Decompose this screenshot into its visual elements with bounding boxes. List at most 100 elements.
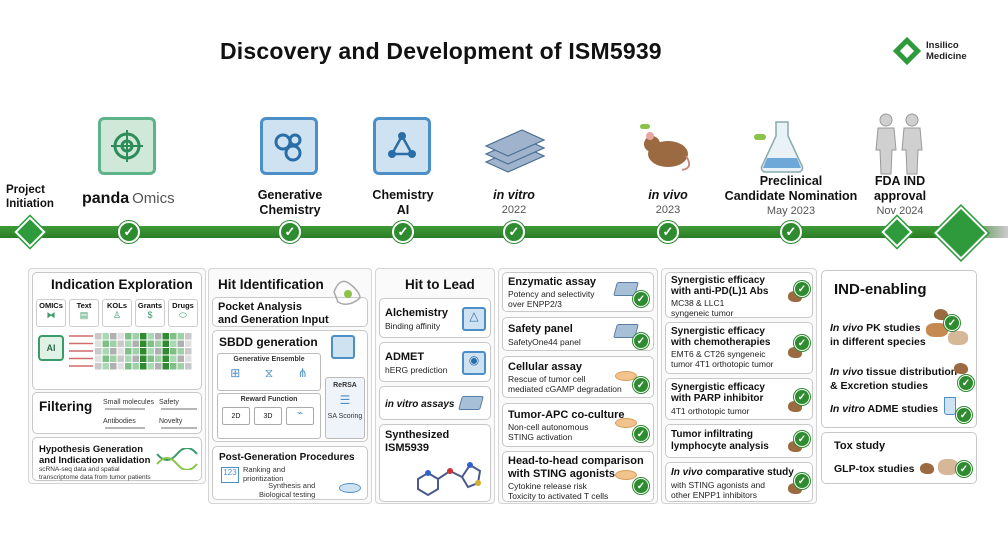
- pk-a: In vivo: [830, 322, 864, 334]
- heatmap-cell: [177, 340, 184, 347]
- heatmap-cell: [185, 348, 192, 355]
- check-icon: ✓: [944, 315, 960, 331]
- heatmap-cell: [185, 333, 192, 340]
- ind-card: IND-enabling In vivo PK studies in diffe…: [821, 270, 977, 428]
- sliders-icon: ☰: [339, 393, 351, 407]
- generative-chemistry-chip-icon: [260, 117, 318, 175]
- synth-title-1: Synthesized: [385, 429, 450, 441]
- rank-line1: Ranking and: [243, 465, 286, 474]
- hit-lead-title: Hit to Lead: [405, 277, 475, 292]
- milestone-chem-ai-2: AI: [396, 203, 410, 217]
- mouse-icon: [640, 124, 691, 171]
- invivo-card-3: Synergistic efficacy with PARP inhibitor…: [665, 378, 813, 420]
- heatmap-cell: [147, 355, 154, 362]
- milestone-ind-date: Nov 2024: [876, 205, 924, 217]
- coculture-title: Tumor-APC co-culture: [508, 409, 625, 421]
- hypothesis-title-1: Hypothesis Generation: [39, 444, 143, 455]
- check-icon: ✓: [956, 461, 972, 477]
- check-icon: ✓: [503, 221, 525, 243]
- check-icon: ✓: [633, 291, 649, 307]
- start-diamond-icon: [14, 216, 46, 248]
- invivo1-t2: with anti-PD(L)1 Abs: [671, 286, 769, 297]
- milestone-pcc-1: Preclinical: [759, 174, 823, 188]
- end-diamond-icon: [934, 206, 988, 260]
- filter-safety: Safety: [159, 399, 179, 406]
- alchemistry-chip-icon: △: [462, 307, 486, 331]
- source-grants: Grants$: [135, 299, 165, 327]
- enzymatic-title: Enzymatic assay: [508, 276, 597, 288]
- enzymatic-card: Enzymatic assay Potency and selectivity …: [502, 272, 654, 312]
- check-icon: ✓: [794, 473, 810, 489]
- omics-text: Omics: [132, 190, 175, 207]
- heatmap-cell: [117, 355, 124, 362]
- cellular-card: Cellular assay Rescue of tumor cell medi…: [502, 356, 654, 398]
- person-icon: ♙: [112, 310, 122, 320]
- heatmap-cell: [177, 333, 184, 340]
- tox-card: Tox study GLP-tox studies ✓: [821, 432, 977, 484]
- petri-dish-icon: [615, 418, 637, 428]
- plate-icon: [458, 396, 484, 410]
- heatmap-cell: [162, 333, 169, 340]
- td-b: tissue distribution: [863, 366, 958, 378]
- sbdd-chip-icon: [331, 335, 355, 359]
- slider-novelty: [161, 427, 197, 429]
- invivo5-t1a: In vivo: [671, 467, 703, 478]
- heatmap-cell: [147, 363, 154, 370]
- check-icon: ✓: [794, 431, 810, 447]
- heatmap-cell: [125, 355, 132, 362]
- petri-dish-icon: [339, 483, 361, 493]
- invivo2-s1: EMT6 & CT26 syngeneic: [671, 349, 766, 359]
- ensemble-box: Generative Ensemble ⊞⧖⋔: [217, 353, 321, 391]
- filtering-title: Filtering: [39, 399, 93, 414]
- heatmap-cell: [117, 348, 124, 355]
- check-icon: ✓: [633, 426, 649, 442]
- check-icon: ✓: [633, 333, 649, 349]
- heatmap-cell: [147, 340, 154, 347]
- reward-box: Reward Function 2D 3D ⌁: [217, 393, 321, 439]
- check-icon: ✓: [958, 375, 974, 391]
- check-icon: ✓: [794, 281, 810, 297]
- protein-pocket-icon: [333, 280, 361, 305]
- coculture-sub1: Non-cell autonomous: [508, 422, 589, 432]
- milestone-in-vivo-year: 2023: [655, 204, 681, 216]
- source-text: Text▤: [69, 299, 99, 327]
- heatmap-cell: [102, 363, 109, 370]
- heatmap-cell: [132, 348, 139, 355]
- mouse-icon: [788, 441, 802, 452]
- hypothesis-sub-1: scRNA-seq data and spatial: [39, 466, 120, 473]
- heatmap-icon: [69, 333, 192, 370]
- invivo3-t2: with PARP inhibitor: [671, 393, 764, 404]
- brand-line1: Insilico: [926, 40, 959, 51]
- document-icon: ▤: [79, 310, 89, 320]
- synthesized-card: Synthesized ISM5939: [379, 424, 491, 502]
- cellular-title: Cellular assay: [508, 361, 582, 373]
- safety-card: Safety panel SafetyOne44 panel ✓: [502, 317, 654, 351]
- cellular-sub1: Rescue of tumor cell: [508, 374, 586, 384]
- h2h-title2: with STING agonists: [508, 468, 615, 480]
- milestone-ind-2: approval: [873, 189, 927, 203]
- indication-title: Indication Exploration: [51, 277, 193, 292]
- invivo2-t1: Synergistic efficacy: [671, 326, 765, 337]
- invivo2-t2: with chemotherapies: [671, 337, 771, 348]
- invitro-assays-title: in vitro assays: [385, 399, 455, 410]
- heatmap-cell: [102, 355, 109, 362]
- heatmap-cell: [95, 340, 102, 347]
- invivo1-s1: MC38 & LLC1: [671, 298, 725, 308]
- heatmap-cell: [147, 333, 154, 340]
- heatmap-cell: [117, 363, 124, 370]
- heatmap-cell: [140, 348, 147, 355]
- heatmap-cell: [95, 333, 102, 340]
- check-icon: ✓: [633, 377, 649, 393]
- heatmap-cell: [155, 333, 162, 340]
- invivo5-s1: with STING agonists and: [671, 480, 766, 490]
- heatmap-cell: [110, 363, 117, 370]
- heatmap-cell: [170, 363, 177, 370]
- heatmap-cell: [132, 333, 139, 340]
- mouse-icon: [954, 363, 968, 374]
- slider-small-molecules: [105, 408, 145, 410]
- rersa-box: ReRSA ☰ SA Scoring: [325, 377, 365, 439]
- heatmap-cell: [140, 355, 147, 362]
- source-drugs: Drugs⬭: [168, 299, 198, 327]
- chemistry-ai-chip-icon: [373, 117, 431, 175]
- milestone-project-initiation-2: Initiation: [6, 198, 54, 210]
